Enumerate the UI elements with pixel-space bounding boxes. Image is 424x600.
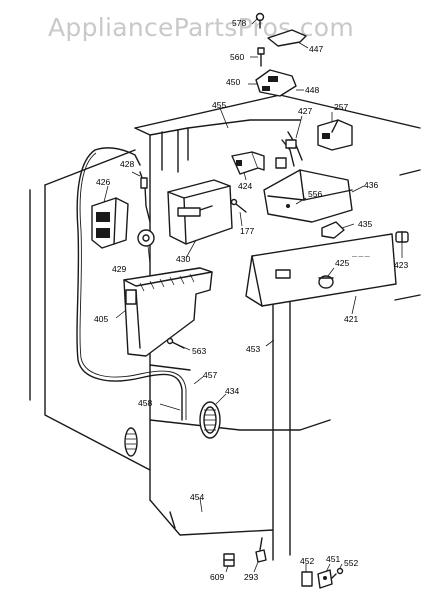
connector-427 (275, 131, 303, 169)
screw-560 (257, 47, 265, 67)
label-454: 454 (190, 492, 204, 502)
duct-405 (123, 267, 213, 357)
label-177: 177 (240, 226, 254, 236)
label-427: 427 (298, 106, 312, 116)
label-451: 451 (326, 554, 340, 564)
thermostat-429 (137, 229, 155, 247)
label-453: 453 (246, 344, 260, 354)
label-435: 435 (358, 219, 372, 229)
control-box-426 (91, 197, 129, 249)
label-421: 421 (344, 314, 358, 324)
hinge-451 (317, 569, 333, 589)
knob-423 (395, 231, 409, 243)
label-429: 429 (112, 264, 126, 274)
label-448: 448 (305, 85, 319, 95)
control-housing-436 (263, 169, 353, 223)
label-434: 434 (225, 386, 239, 396)
leader-lines (103, 17, 403, 573)
label-556: 556 (308, 189, 322, 199)
relay-257 (317, 119, 353, 151)
screw-552 (331, 567, 344, 579)
bracket-448 (255, 69, 297, 97)
label-560: 560 (230, 52, 244, 62)
label-552: 552 (344, 558, 358, 568)
label-457: 457 (203, 370, 217, 380)
bracket-452 (301, 571, 313, 587)
label-455: 455 (212, 100, 226, 110)
clip-609 (223, 553, 235, 567)
label-293: 293 (244, 572, 258, 582)
knob-435 (321, 221, 345, 239)
label-430: 430 (176, 254, 190, 264)
screw-578 (255, 12, 265, 29)
label-405: 405 (94, 314, 108, 324)
switch-424 (231, 151, 265, 175)
label-563: 563 (192, 346, 206, 356)
part-labels: 578 447 560 450 448 455 427 257 428 426 … (94, 18, 408, 582)
svg-text:— — —: — — — (352, 254, 370, 260)
probe-428 (139, 171, 151, 223)
screw-177 (230, 198, 247, 213)
watermark-text: AppliancePartsPros.com (48, 13, 354, 42)
damper-housing-430 (167, 179, 233, 245)
cap-447 (267, 29, 307, 47)
label-426: 426 (96, 177, 110, 187)
label-447: 447 (309, 44, 323, 54)
label-425: 425 (335, 258, 349, 268)
label-452: 452 (300, 556, 314, 566)
label-424: 424 (238, 181, 252, 191)
wire-harness (76, 147, 187, 421)
label-458: 458 (138, 398, 152, 408)
label-423: 423 (394, 260, 408, 270)
label-578: 578 (232, 18, 246, 28)
label-428: 428 (120, 159, 134, 169)
control-panel-421: — — — (245, 233, 397, 307)
grille-434 (199, 401, 221, 439)
label-436: 436 (364, 180, 378, 190)
cabinet-frame (29, 94, 421, 561)
label-609: 609 (210, 572, 224, 582)
label-257: 257 (334, 102, 348, 112)
knob-425 (318, 275, 334, 289)
grille-458 (124, 427, 138, 457)
screw-293 (255, 537, 267, 563)
label-450: 450 (226, 77, 240, 87)
